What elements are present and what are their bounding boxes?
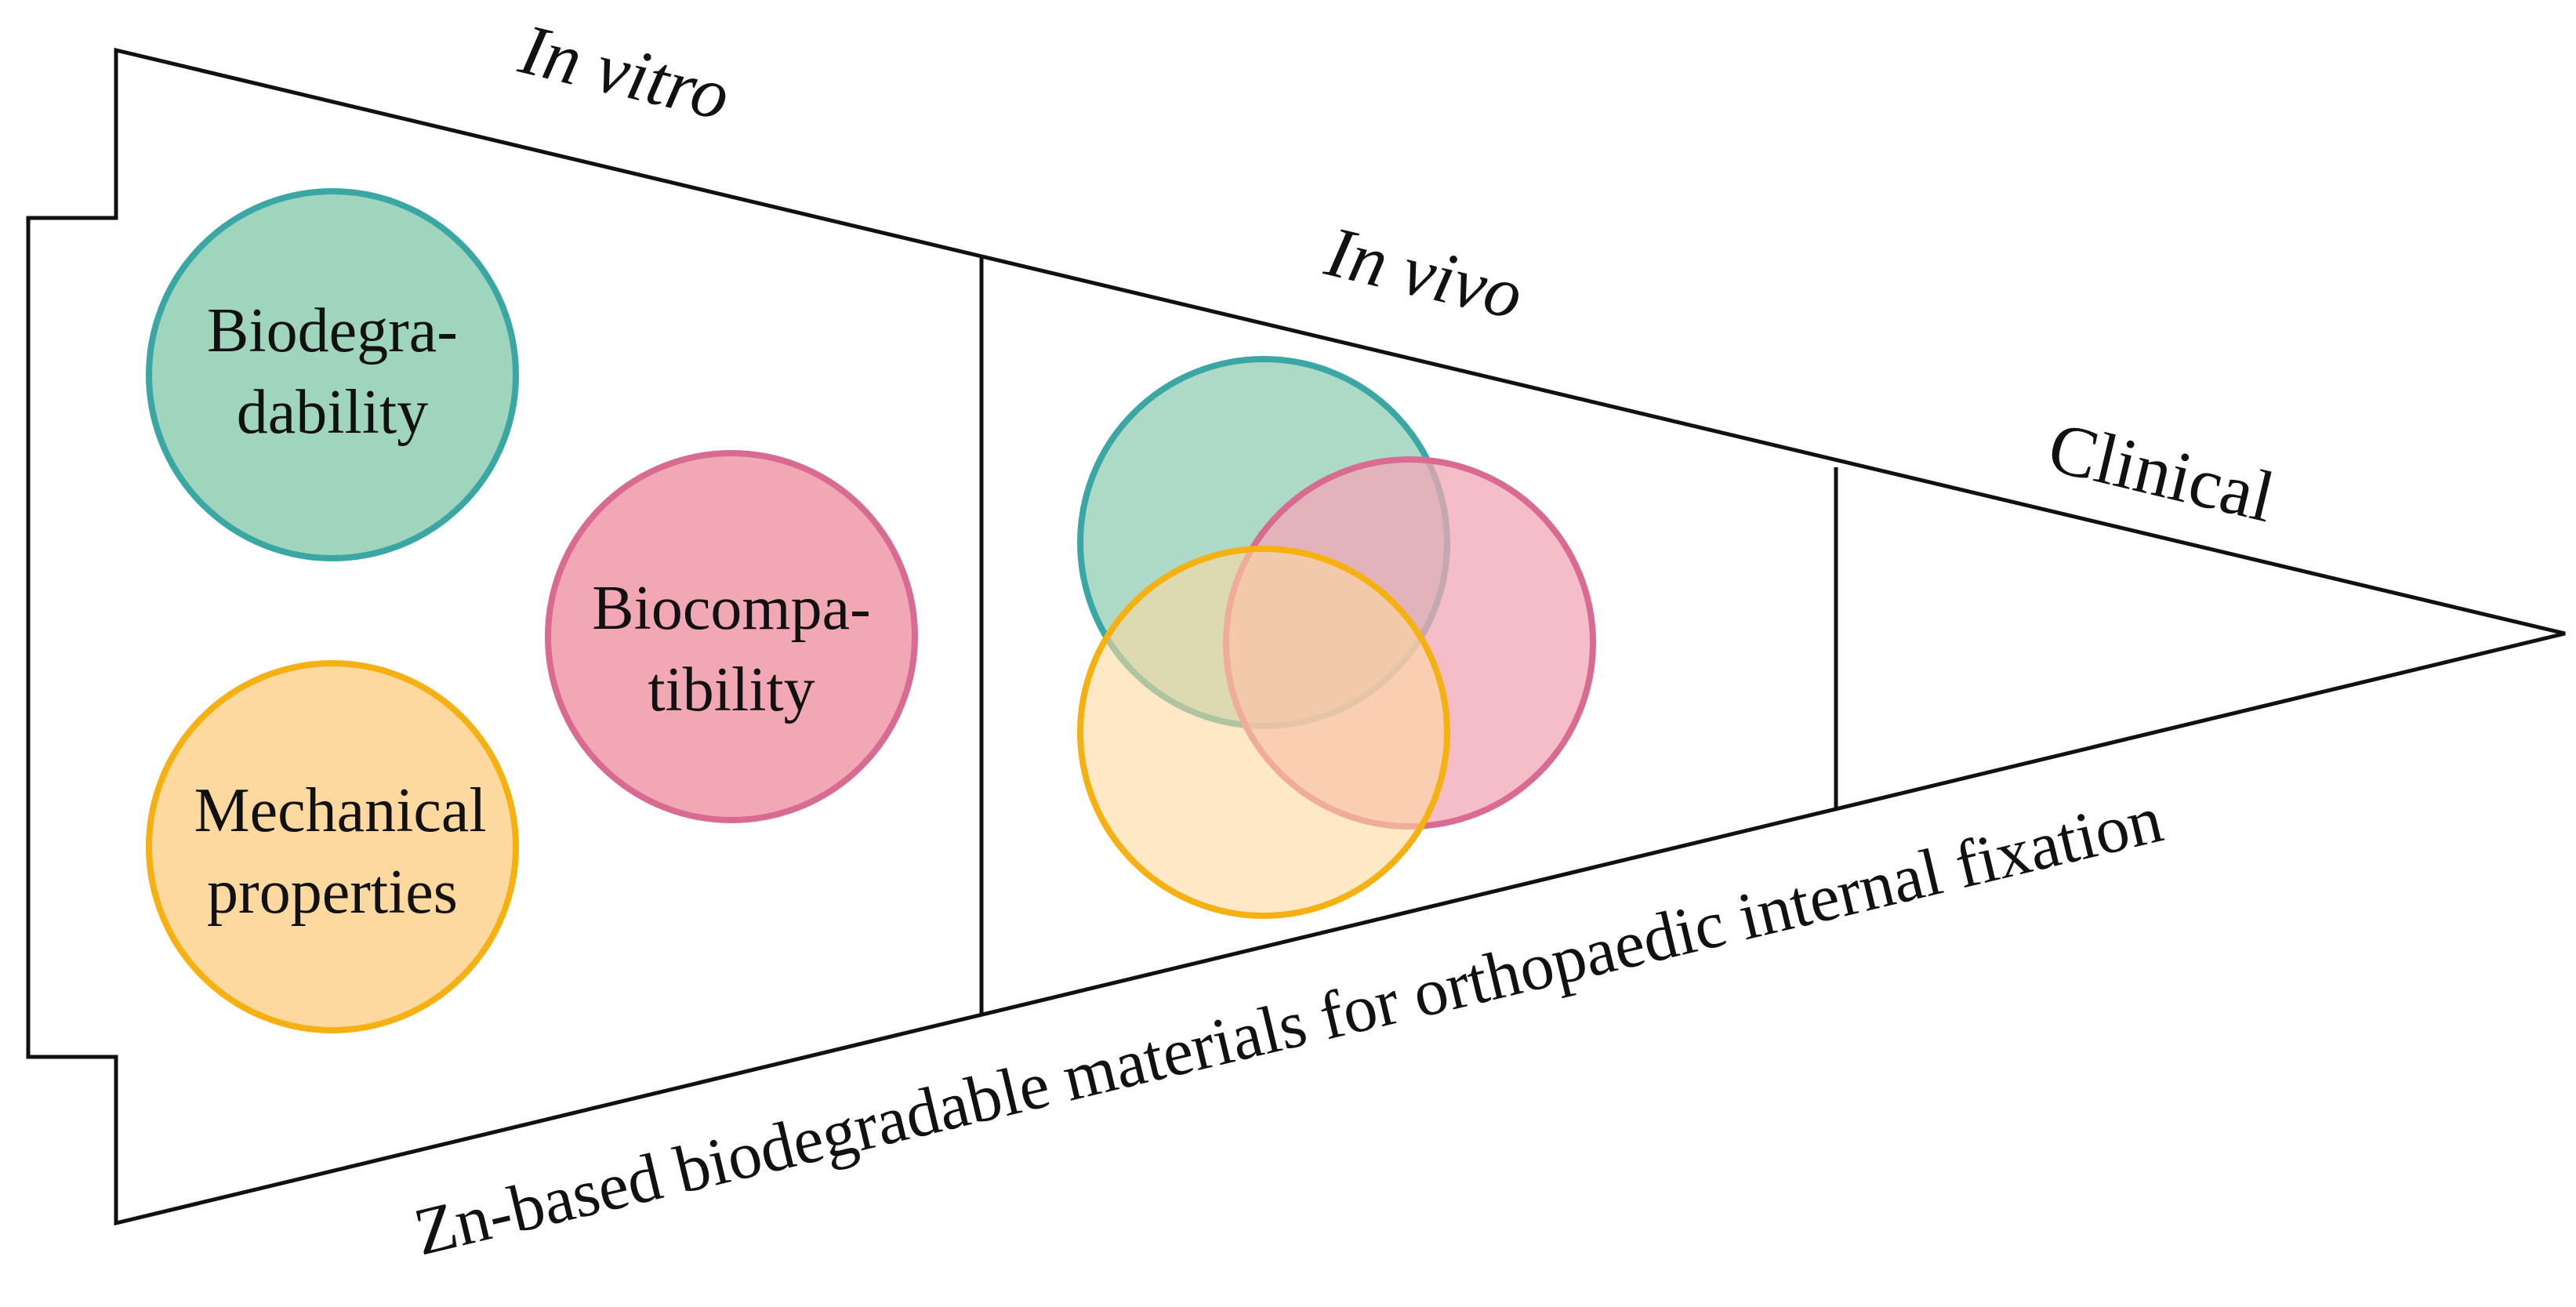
biodegradability-label-line-2: dability (237, 378, 428, 447)
biocompatibility-circle: Biocompa- tibility (545, 450, 918, 823)
mechanical-properties-label-line-2: properties (207, 858, 458, 927)
mechanical-properties-circle: Mechanical properties (146, 660, 519, 1033)
biocompatibility-label-line-2: tibility (648, 655, 815, 724)
biodegradability-disc (146, 188, 519, 561)
overlapping-properties-venn (1077, 356, 1596, 919)
stage-label-in-vivo: In vivo (1318, 211, 1530, 335)
biocompatibility-label-line-1: Biocompa- (592, 574, 870, 643)
mechanical-properties-disc (146, 660, 519, 1033)
funnel-outline (26, 47, 2566, 1226)
biodegradability-circle: Biodegra- dability (146, 188, 519, 561)
biocompatibility-disc (545, 450, 918, 823)
stage-label-in-vitro: In vitro (512, 9, 737, 136)
mechanical-properties-label-line-1: Mechanical (194, 776, 486, 845)
venn-mechanical-disc (1077, 546, 1450, 919)
biodegradability-label-line-1: Biodegra- (207, 296, 458, 365)
